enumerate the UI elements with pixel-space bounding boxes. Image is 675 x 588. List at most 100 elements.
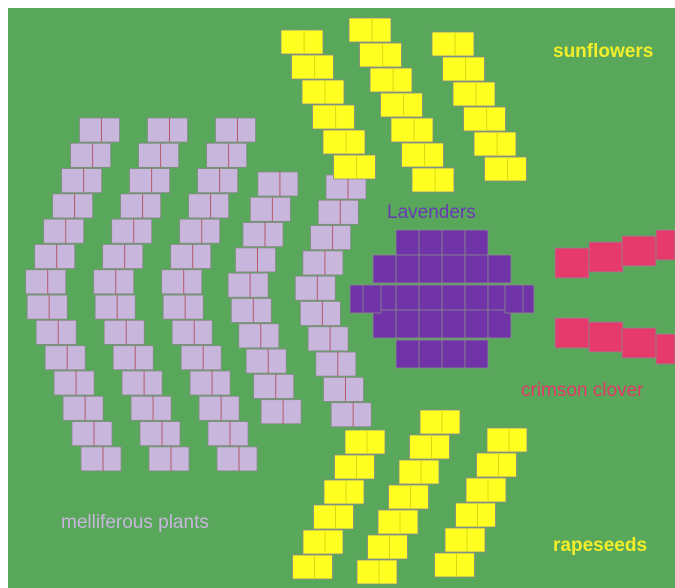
melliferous-plant-block [198,395,240,421]
melliferous-plant-block [62,395,104,421]
melliferous-plant-block [242,222,284,248]
melliferous-plant-block [25,269,67,295]
lavender-block [441,284,466,314]
melliferous-plant-block [79,117,120,143]
rapeseeds-label: rapeseeds [553,535,647,556]
sunflower-block [380,92,423,118]
melliferous-plant-block [161,269,203,295]
melliferous-plant-block [162,294,204,320]
rapeseed-block [344,429,386,455]
melliferous-plant-block [120,193,161,219]
lavender-block [441,339,466,369]
melliferous-plants-label: melliferous plants [61,512,209,533]
melliferous-plant-block [138,142,180,168]
crimson-clover-block [655,333,675,365]
crimson-clover-label: crimson clover [521,380,644,401]
sunflower-block [359,42,402,68]
melliferous-plant-block [103,319,145,345]
rapeseed-block [444,527,486,553]
melliferous-plant-block [294,275,336,301]
lavender-block [418,284,443,314]
lavender-block [487,254,512,284]
sunflower-block [301,79,345,105]
melliferous-plant-block [171,319,213,345]
lavender-block [504,284,524,314]
rapeseed-block [377,509,419,535]
lavender-block [395,339,420,369]
melliferous-plant-block [44,345,86,371]
melliferous-plant-block [315,351,357,377]
sunflower-block [411,167,455,193]
melliferous-plant-block [317,199,359,225]
melliferous-plant-block [227,272,269,298]
sunflower-block [280,29,324,55]
melliferous-plant-block [148,446,190,472]
rapeseed-block [292,554,333,580]
rapeseed-block [323,479,365,505]
rapeseed-block [419,409,461,435]
melliferous-plant-block [302,250,344,276]
lavender-block [487,309,512,339]
rapeseed-block [409,434,450,460]
melliferous-plant-block [323,376,364,402]
melliferous-plant-block [238,323,280,349]
lavender-block [418,309,443,339]
sunflower-block [333,154,376,180]
melliferous-plant-block [189,370,231,396]
melliferous-plant-block [35,319,77,345]
sunflower-block [312,104,355,130]
crimson-clover-block [588,241,624,273]
rapeseed-block [302,529,344,555]
melliferous-plant-block [26,294,68,320]
melliferous-plant-block [188,193,230,219]
melliferous-plant-block [102,244,144,269]
melliferous-plant-block [71,421,113,447]
crimson-clover-block [554,317,590,349]
melliferous-plant-block [245,348,287,374]
melliferous-plant-block [70,142,111,168]
melliferous-plant-block [310,225,352,251]
melliferous-plant-block [197,168,239,194]
melliferous-plant-block [207,421,249,447]
melliferous-plant-block [299,301,341,326]
lavender-block [395,254,420,284]
lavender-block [372,309,397,339]
melliferous-plant-block [257,171,299,197]
melliferous-plant-block [230,298,272,323]
sunflower-block [390,117,434,143]
melliferous-plant-block [260,399,302,425]
lavender-block [362,284,382,314]
lavender-block [441,309,466,339]
melliferous-plant-block [216,446,258,472]
sunflower-block [473,131,517,157]
rapeseed-block [434,552,475,578]
melliferous-plant-block [43,218,85,244]
melliferous-plant-block [235,247,276,273]
melliferous-plant-block [130,395,172,421]
crimson-clover-block [621,235,657,267]
lavenders-plot [349,229,535,369]
melliferous-plant-block [179,218,221,244]
melliferous-plant-block [80,446,122,472]
melliferous-plant-block [170,244,212,269]
rapeseed-block [356,559,398,585]
sunflower-block [442,56,485,82]
crimson-clover-block [588,321,624,353]
crimson-clover-block [554,247,590,279]
lavender-block [418,254,443,284]
lavender-block [464,309,489,339]
crimson-clover-plot [554,229,675,365]
lavenders-label: Lavenders [387,202,476,223]
sunflowers-label: sunflowers [553,41,653,62]
sunflower-block [348,17,392,43]
lavender-block [464,229,489,259]
melliferous-plant-block [34,244,76,269]
sunflower-block [322,129,366,155]
melliferous-plant-block [307,326,349,352]
melliferous-plant-block [206,142,248,168]
melliferous-plant-block [147,117,188,143]
melliferous-plant-block [52,193,93,219]
sunflower-block [401,142,444,168]
melliferous-plant-block [111,218,153,244]
